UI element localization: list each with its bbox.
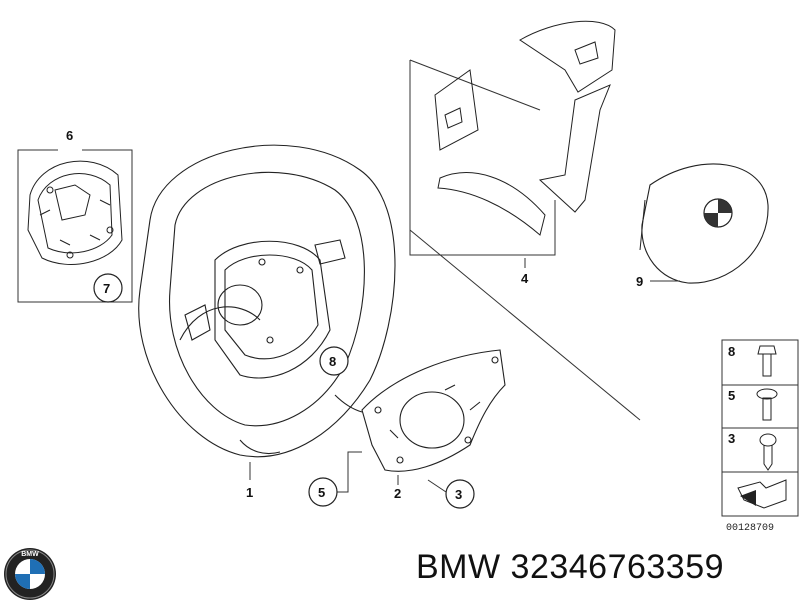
bolt-8-drawing: [757, 345, 777, 355]
logo-lettering: BMW: [21, 551, 39, 558]
screw-3-drawing: [759, 433, 777, 447]
fastener-legend: 8 5 3 00128709: [721, 339, 799, 534]
part-3-label: 3: [455, 487, 462, 502]
part-9-label: 9: [636, 274, 643, 289]
lower-housing-drawing: [27, 160, 123, 265]
bolt-5-drawing: [756, 388, 778, 400]
part-4-label: 4: [521, 271, 529, 286]
part-6-label: 6: [66, 128, 73, 143]
bmw-logo: BMW: [4, 548, 56, 600]
part-5-label: 5: [318, 485, 325, 500]
mounting-plate-drawing: [361, 349, 506, 472]
legend-label-8: 8: [728, 344, 735, 359]
reference-number: 00128709: [726, 523, 774, 534]
left-button-panel-drawing: [434, 69, 479, 151]
part-7-label: 7: [103, 281, 110, 296]
part-2-label: 2: [394, 486, 401, 501]
legend-label-5: 5: [728, 388, 735, 403]
right-button-panel-drawing: [519, 20, 616, 93]
right-trim-drawing: [538, 84, 611, 213]
airbag-drawing: 9: [636, 163, 769, 289]
steering-wheel-drawing: [138, 144, 396, 458]
part-6-group: 6 7: [17, 128, 133, 303]
left-trim-drawing: [437, 172, 546, 236]
part-1-label: 1: [246, 485, 253, 500]
legend-label-3: 3: [728, 431, 735, 446]
part-number-caption: BMW 32346763359: [416, 548, 725, 586]
part-8-label: 8: [329, 354, 336, 369]
part-4-group: 4: [409, 20, 641, 421]
